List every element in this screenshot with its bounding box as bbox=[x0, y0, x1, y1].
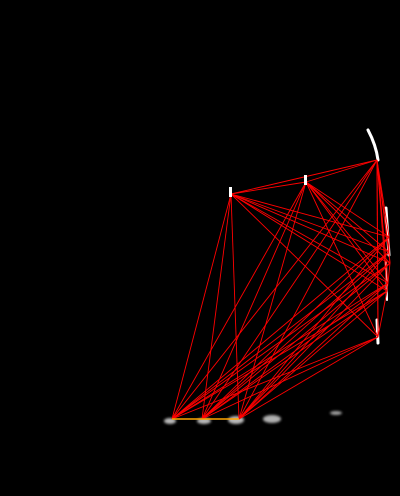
network-edge bbox=[376, 159, 391, 264]
network-edge bbox=[238, 181, 307, 420]
network-edge bbox=[201, 262, 391, 420]
network-edge bbox=[305, 181, 389, 284]
network-edge bbox=[238, 236, 390, 420]
network-edge bbox=[201, 193, 232, 420]
network-edge bbox=[305, 181, 388, 292]
network-edge bbox=[387, 262, 391, 284]
network-edge bbox=[377, 290, 388, 338]
blob bbox=[263, 415, 281, 423]
network-edge bbox=[238, 290, 388, 420]
blob bbox=[330, 411, 342, 415]
network-edge bbox=[376, 159, 388, 292]
node-marker bbox=[304, 175, 307, 185]
network-edge bbox=[305, 181, 390, 253]
network-edge bbox=[386, 282, 389, 292]
network-edge bbox=[230, 193, 240, 420]
edge-group bbox=[171, 159, 391, 420]
network-edge bbox=[201, 251, 390, 420]
network-edge bbox=[171, 181, 307, 420]
network-edge bbox=[305, 181, 379, 338]
network-edge bbox=[230, 181, 307, 195]
network-edge bbox=[230, 193, 391, 264]
network-edge bbox=[171, 236, 390, 420]
network-edge bbox=[230, 193, 388, 292]
streak-segment bbox=[375, 318, 380, 345]
network-edge bbox=[238, 336, 379, 420]
network-edge bbox=[201, 336, 379, 420]
streak-segment bbox=[366, 128, 380, 162]
network-edge bbox=[201, 236, 390, 420]
network-edge bbox=[171, 159, 378, 420]
network-edge bbox=[230, 193, 389, 284]
network-edge bbox=[230, 193, 379, 338]
network-edge bbox=[201, 159, 378, 420]
node-group bbox=[229, 175, 307, 197]
network-edge bbox=[171, 251, 390, 420]
network-edge bbox=[171, 193, 232, 420]
network-edge bbox=[388, 251, 391, 264]
network-edge bbox=[238, 262, 391, 420]
network-edge bbox=[230, 193, 390, 253]
node-marker bbox=[229, 187, 232, 197]
network-edge bbox=[238, 251, 390, 420]
network-edge bbox=[238, 282, 389, 420]
network-edge bbox=[171, 282, 389, 420]
network-edge bbox=[171, 336, 379, 420]
network-edge bbox=[305, 159, 378, 183]
network-edge bbox=[238, 159, 378, 420]
network-edge bbox=[201, 181, 307, 420]
network-edge bbox=[305, 181, 390, 238]
